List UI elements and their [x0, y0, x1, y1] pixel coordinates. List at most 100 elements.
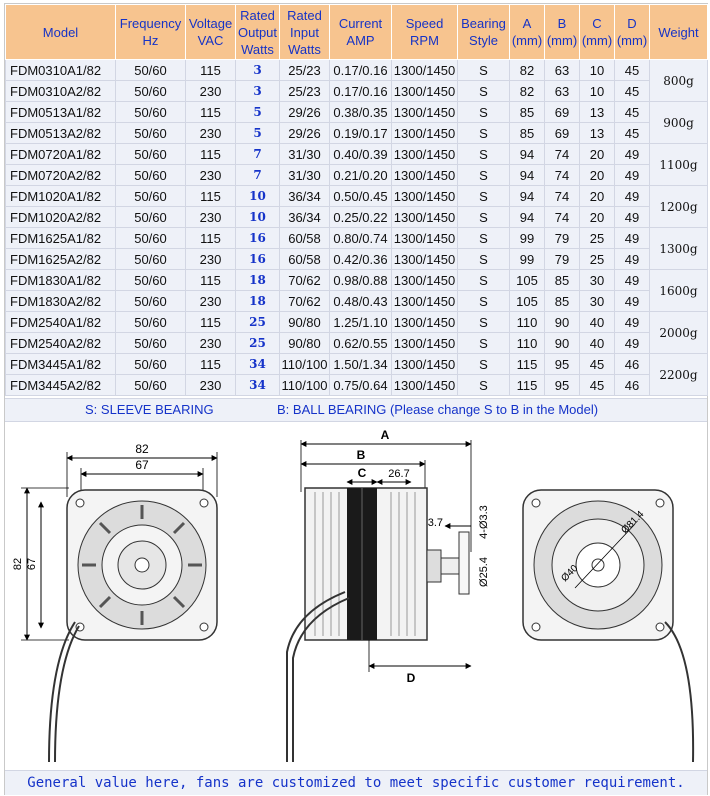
table-cell: 18 [235, 269, 280, 291]
dim-37-label: 3.7 [428, 517, 443, 529]
table-cell: 5 [235, 122, 280, 144]
table-cell: 49 [614, 269, 650, 291]
table-cell: 79 [544, 227, 580, 249]
table-cell: 10 [235, 185, 280, 207]
sleeve-bearing-note: S: SLEEVE BEARING [85, 402, 214, 417]
rear-view: Ø81.4 Ø40 [522, 489, 695, 763]
model-cell: FDM0310A1/82 [5, 59, 116, 81]
table-cell: 0.80/0.74 [329, 227, 392, 249]
table-cell: 99 [509, 227, 545, 249]
table-cell: 7 [235, 164, 280, 186]
table-cell: 29/26 [279, 101, 330, 123]
column-header: Rated Output Watts [235, 4, 280, 60]
table-cell: 50/60 [115, 101, 186, 123]
table-cell: 1300/1450 [391, 206, 458, 228]
dim-d-label: D [407, 671, 416, 685]
table-cell: 50/60 [115, 269, 186, 291]
table-cell: 60/58 [279, 248, 330, 270]
table-cell: 110/100 [279, 353, 330, 375]
dim-a-label: A [381, 428, 390, 442]
table-cell: 1300/1450 [391, 101, 458, 123]
table-cell: 1300/1450 [391, 80, 458, 102]
table-cell: 90/80 [279, 311, 330, 333]
table-cell: 230 [185, 122, 236, 144]
dim-front-inner-width: 67 [135, 458, 149, 472]
table-cell: 50/60 [115, 353, 186, 375]
table-cell: 110/100 [279, 374, 330, 396]
model-cell: FDM1625A2/82 [5, 248, 116, 270]
table-cell: 1300/1450 [391, 227, 458, 249]
table-cell: 1300/1450 [391, 59, 458, 81]
table-cell: 95 [544, 374, 580, 396]
table-cell: 45 [579, 353, 615, 375]
table-cell: 1300/1450 [391, 248, 458, 270]
dim-267-label: 26.7 [388, 468, 409, 480]
table-cell: 29/26 [279, 122, 330, 144]
table-cell: 1300/1450 [391, 122, 458, 144]
table-cell: 115 [509, 353, 545, 375]
table-cell: S [457, 311, 510, 333]
table-cell: 74 [544, 164, 580, 186]
table-cell: S [457, 269, 510, 291]
table-cell: 105 [509, 290, 545, 312]
table-cell: 10 [579, 80, 615, 102]
column-header: C (mm) [579, 4, 615, 60]
table-cell: S [457, 248, 510, 270]
table-cell: 230 [185, 248, 236, 270]
table-cell: 94 [509, 164, 545, 186]
table-cell: 45 [579, 374, 615, 396]
table-cell: 45 [614, 122, 650, 144]
table-cell: 49 [614, 185, 650, 207]
table-cell: 50/60 [115, 206, 186, 228]
table-cell: 25/23 [279, 80, 330, 102]
column-header: Frequency Hz [115, 4, 186, 60]
weight-cell: 800g [649, 59, 708, 102]
table-cell: 110 [509, 332, 545, 354]
table-cell: 20 [579, 143, 615, 165]
table-cell: 115 [185, 227, 236, 249]
motor-dimension-drawing: 82 67 82 67 [5, 422, 707, 770]
table-cell: 0.21/0.20 [329, 164, 392, 186]
table-cell: 99 [509, 248, 545, 270]
table-cell: 20 [579, 185, 615, 207]
table-cell: 50/60 [115, 311, 186, 333]
table-cell: 50/60 [115, 290, 186, 312]
table-cell: 0.42/0.36 [329, 248, 392, 270]
table-cell: 45 [614, 59, 650, 81]
column-header: Current AMP [329, 4, 392, 60]
weight-cell: 1300g [649, 227, 708, 270]
model-cell: FDM1625A1/82 [5, 227, 116, 249]
model-cell: FDM1020A1/82 [5, 185, 116, 207]
table-cell: 230 [185, 80, 236, 102]
model-cell: FDM3445A1/82 [5, 353, 116, 375]
table-cell: 115 [185, 353, 236, 375]
table-cell: 36/34 [279, 206, 330, 228]
table-cell: 50/60 [115, 122, 186, 144]
table-cell: 49 [614, 248, 650, 270]
dim-shaft-flat-label: 4-Ø3.3 [478, 505, 490, 539]
table-cell: 1300/1450 [391, 353, 458, 375]
table-cell: 94 [509, 185, 545, 207]
column-header: Model [5, 4, 116, 60]
table-cell: 115 [185, 101, 236, 123]
table-cell: 49 [614, 227, 650, 249]
table-cell: 46 [614, 374, 650, 396]
table-cell: 1300/1450 [391, 374, 458, 396]
side-view: A B C 26.7 [286, 428, 490, 762]
table-cell: 115 [185, 311, 236, 333]
table-cell: 25 [579, 227, 615, 249]
column-header: D (mm) [614, 4, 650, 60]
table-cell: 63 [544, 59, 580, 81]
model-cell: FDM1020A2/82 [5, 206, 116, 228]
table-cell: 60/58 [279, 227, 330, 249]
dim-front-width: 82 [135, 442, 149, 456]
table-cell: S [457, 353, 510, 375]
weight-cell: 1200g [649, 185, 708, 228]
table-cell: 115 [509, 374, 545, 396]
